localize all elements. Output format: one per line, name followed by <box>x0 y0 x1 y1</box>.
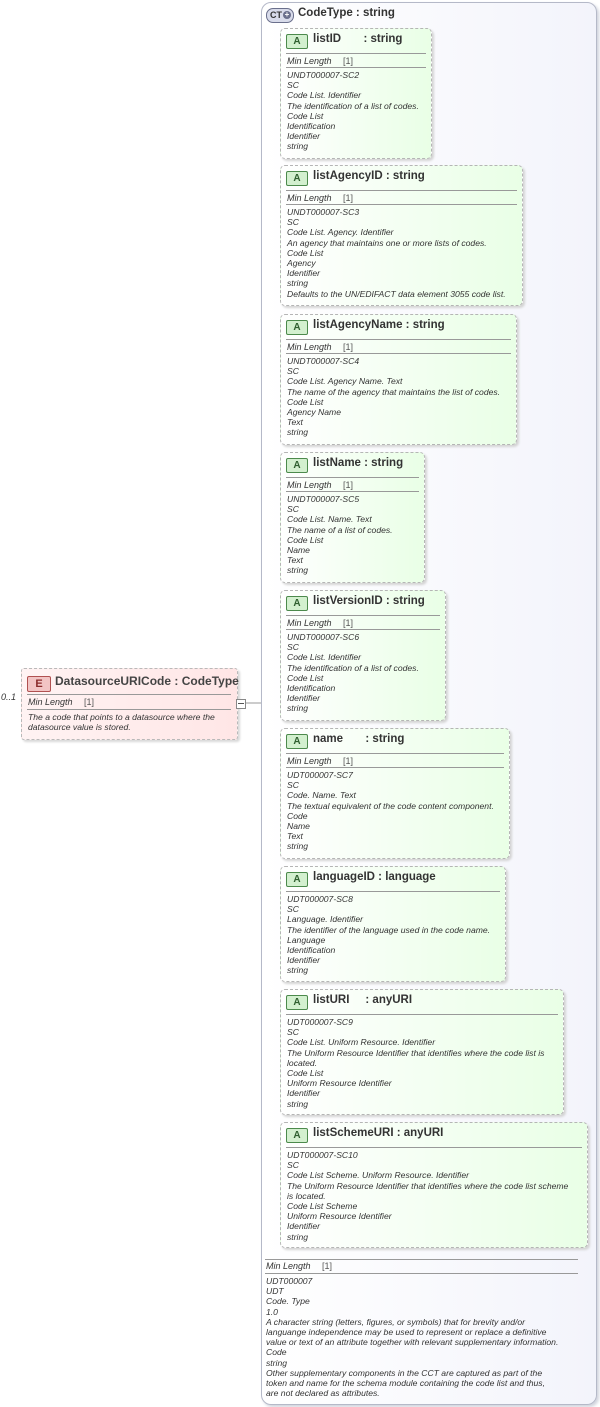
attribute-badge: A <box>286 596 308 611</box>
attribute-documentation: UNDT000007-SC3 SC Code List. Agency. Ide… <box>287 207 506 299</box>
complex-type-documentation: UDT000007 UDT Code. Type 1.0 A character… <box>266 1276 559 1399</box>
element-facet-name: Min Length <box>28 697 73 707</box>
attribute-facet-name: Min Length <box>287 342 332 352</box>
attribute-title: listVersionID : string <box>313 595 425 607</box>
element-badge: E <box>27 676 51 692</box>
element-multiplicity: 0..1 <box>1 692 17 702</box>
attribute-title: languageID : language <box>313 871 436 883</box>
attribute-listagencyid[interactable]: A listAgencyID : string Min Length [1] U… <box>280 165 523 306</box>
attribute-documentation: UDT000007-SC7 SC Code. Name. Text The te… <box>287 770 494 852</box>
plus-icon: + <box>283 10 291 19</box>
attribute-documentation: UNDT000007-SC2 SC Code List. Identifier … <box>287 70 419 152</box>
complex-type-facet-value: [1] <box>322 1261 333 1271</box>
attribute-listagencyname[interactable]: A listAgencyName : string Min Length [1]… <box>280 314 517 445</box>
attribute-listuri[interactable]: A listURI : anyURI UDT000007-SC9 SC Code… <box>280 989 564 1115</box>
collapse-toggle-button[interactable] <box>236 699 246 709</box>
attribute-facet-value: [1] <box>343 56 354 66</box>
element-title: DatasourceURICode : CodeType <box>55 674 239 688</box>
attribute-facet-name: Min Length <box>287 618 332 628</box>
attribute-facet-value: [1] <box>343 618 354 628</box>
attribute-documentation: UNDT000007-SC5 SC Code List. Name. Text … <box>287 494 393 576</box>
attribute-listname[interactable]: A listName : string Min Length [1] UNDT0… <box>280 452 425 583</box>
attribute-badge: A <box>286 995 308 1010</box>
complex-type-badge: CT + <box>266 8 294 23</box>
element-facet-value: [1] <box>84 697 95 707</box>
attribute-title: listID : string <box>313 33 403 45</box>
attribute-documentation: UDT000007-SC9 SC Code List. Uniform Reso… <box>287 1017 545 1109</box>
attribute-title: name : string <box>313 733 405 745</box>
element-documentation: The a code that points to a datasource w… <box>28 712 215 733</box>
attribute-facet-value: [1] <box>343 342 354 352</box>
attribute-facet-value: [1] <box>343 480 354 490</box>
attribute-documentation: UNDT000007-SC6 SC Code List. Identifier … <box>287 632 419 714</box>
attribute-title: listName : string <box>313 457 404 469</box>
attribute-name[interactable]: A name : string Min Length [1] UDT000007… <box>280 728 510 859</box>
attribute-documentation: UDT000007-SC10 SC Code List Scheme. Unif… <box>287 1150 569 1242</box>
attribute-title: listAgencyID : string <box>313 170 425 182</box>
attribute-documentation: UDT000007-SC8 SC Language. Identifier Th… <box>287 894 491 976</box>
attribute-facet-name: Min Length <box>287 56 332 66</box>
attribute-badge: A <box>286 734 308 749</box>
attribute-documentation: UNDT000007-SC4 SC Code List. Agency Name… <box>287 356 501 438</box>
attribute-title: listURI : anyURI <box>313 994 413 1006</box>
attribute-facet-name: Min Length <box>287 193 332 203</box>
attribute-badge: A <box>286 458 308 473</box>
attribute-listschemeuri[interactable]: A listSchemeURI : anyURI UDT000007-SC10 … <box>280 1122 588 1248</box>
attribute-listversionid[interactable]: A listVersionID : string Min Length [1] … <box>280 590 446 721</box>
attribute-languageid[interactable]: A languageID : language UDT000007-SC8 SC… <box>280 866 506 982</box>
attribute-title: listAgencyName : string <box>313 319 445 331</box>
attribute-title: listSchemeURI : anyURI <box>313 1127 444 1139</box>
attribute-listid[interactable]: A listID : string Min Length [1] UNDT000… <box>280 28 432 159</box>
attribute-badge: A <box>286 872 308 887</box>
complex-type-facet-name: Min Length <box>266 1261 311 1271</box>
attribute-badge: A <box>286 320 308 335</box>
attribute-badge: A <box>286 171 308 186</box>
attribute-facet-name: Min Length <box>287 480 332 490</box>
attribute-badge: A <box>286 34 308 49</box>
attribute-facet-value: [1] <box>343 756 354 766</box>
attribute-facet-value: [1] <box>343 193 354 203</box>
attribute-facet-name: Min Length <box>287 756 332 766</box>
attribute-badge: A <box>286 1128 308 1143</box>
complex-type-title: CodeType : string <box>298 7 395 19</box>
element-datasourceuricode[interactable]: E DatasourceURICode : CodeType Min Lengt… <box>21 668 239 740</box>
minus-icon <box>238 703 244 704</box>
